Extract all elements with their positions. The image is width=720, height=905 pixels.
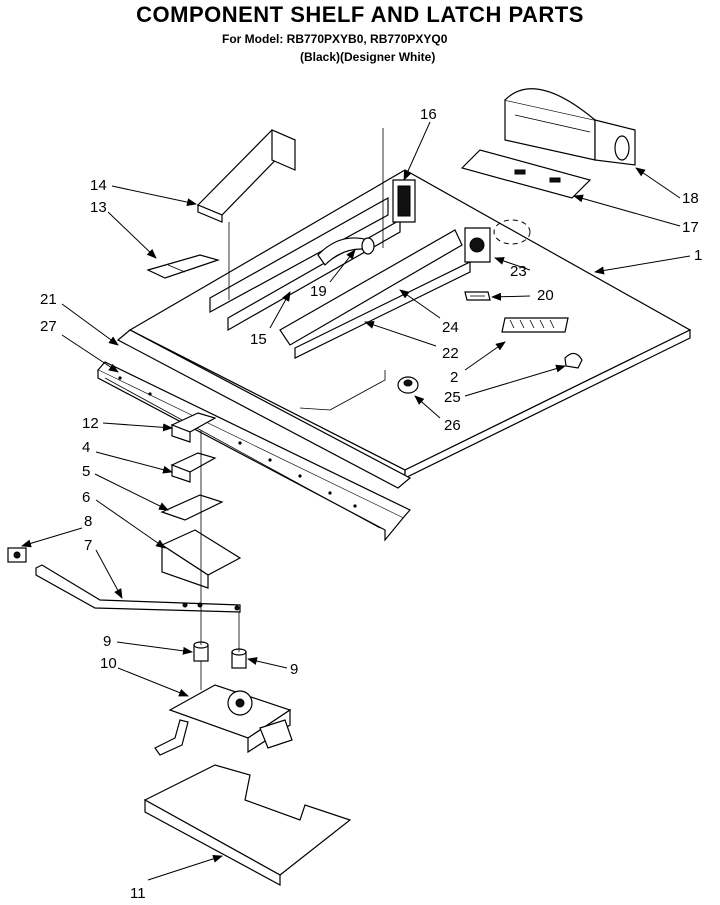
callout-4: 4 [82, 439, 90, 456]
shelf-clip [146, 254, 221, 279]
callout-5: 5 [82, 463, 90, 480]
callout-1: 1 [694, 247, 702, 264]
wire-clamp [564, 352, 583, 369]
callout-16: 16 [420, 106, 437, 123]
air-baffles [209, 196, 471, 359]
callout-19: 19 [310, 283, 327, 300]
callout-12: 12 [82, 415, 99, 432]
callout-labels: 16 14 13 18 17 1 23 20 19 21 27 15 24 22… [40, 106, 702, 902]
model-numbers: For Model: RB770PXYB0, RB770PXYQ0 [222, 32, 448, 46]
callout-leaders [21, 121, 691, 881]
deflector-bracket [196, 129, 297, 223]
front-rail [97, 329, 412, 542]
callout-20: 20 [537, 287, 554, 304]
latch-switch-lower [170, 452, 217, 483]
motor-mount-plate [460, 149, 592, 199]
latch-assembly [154, 684, 293, 756]
callout-17: 17 [682, 219, 699, 236]
callout-9-left: 9 [103, 633, 111, 650]
color-variants: (Black)(Designer White) [300, 50, 436, 64]
callout-13: 13 [90, 199, 107, 216]
callout-27: 27 [40, 318, 57, 335]
callout-14: 14 [90, 177, 107, 194]
callout-24: 24 [442, 319, 459, 336]
callout-7: 7 [84, 537, 92, 554]
callout-26: 26 [444, 417, 461, 434]
duct-hose [317, 237, 375, 266]
latch-pad [7, 547, 27, 563]
callout-25: 25 [444, 389, 461, 406]
latch-clip [464, 291, 491, 301]
callout-23: 23 [510, 263, 527, 280]
callout-9-right: 9 [290, 661, 298, 678]
callout-10: 10 [100, 655, 117, 672]
terminal-block [501, 317, 569, 333]
fan-motor [504, 88, 636, 166]
callout-15: 15 [250, 331, 267, 348]
latch-cover-plate [143, 764, 352, 887]
callout-8: 8 [84, 513, 92, 530]
latch-arm [35, 564, 241, 613]
callout-22: 22 [442, 345, 459, 362]
callout-18: 18 [682, 190, 699, 207]
vent-bracket [392, 179, 416, 223]
switch-insulator [160, 494, 224, 521]
hidden-opening [493, 219, 531, 245]
diagram-title: COMPONENT SHELF AND LATCH PARTS [136, 2, 584, 27]
grommet-plate [464, 227, 491, 263]
callout-6: 6 [82, 489, 90, 506]
callout-2: 2 [450, 369, 458, 386]
grommet [397, 376, 419, 394]
latch-switch-upper [170, 412, 217, 443]
callout-11: 11 [130, 885, 146, 902]
callout-21: 21 [40, 291, 57, 308]
